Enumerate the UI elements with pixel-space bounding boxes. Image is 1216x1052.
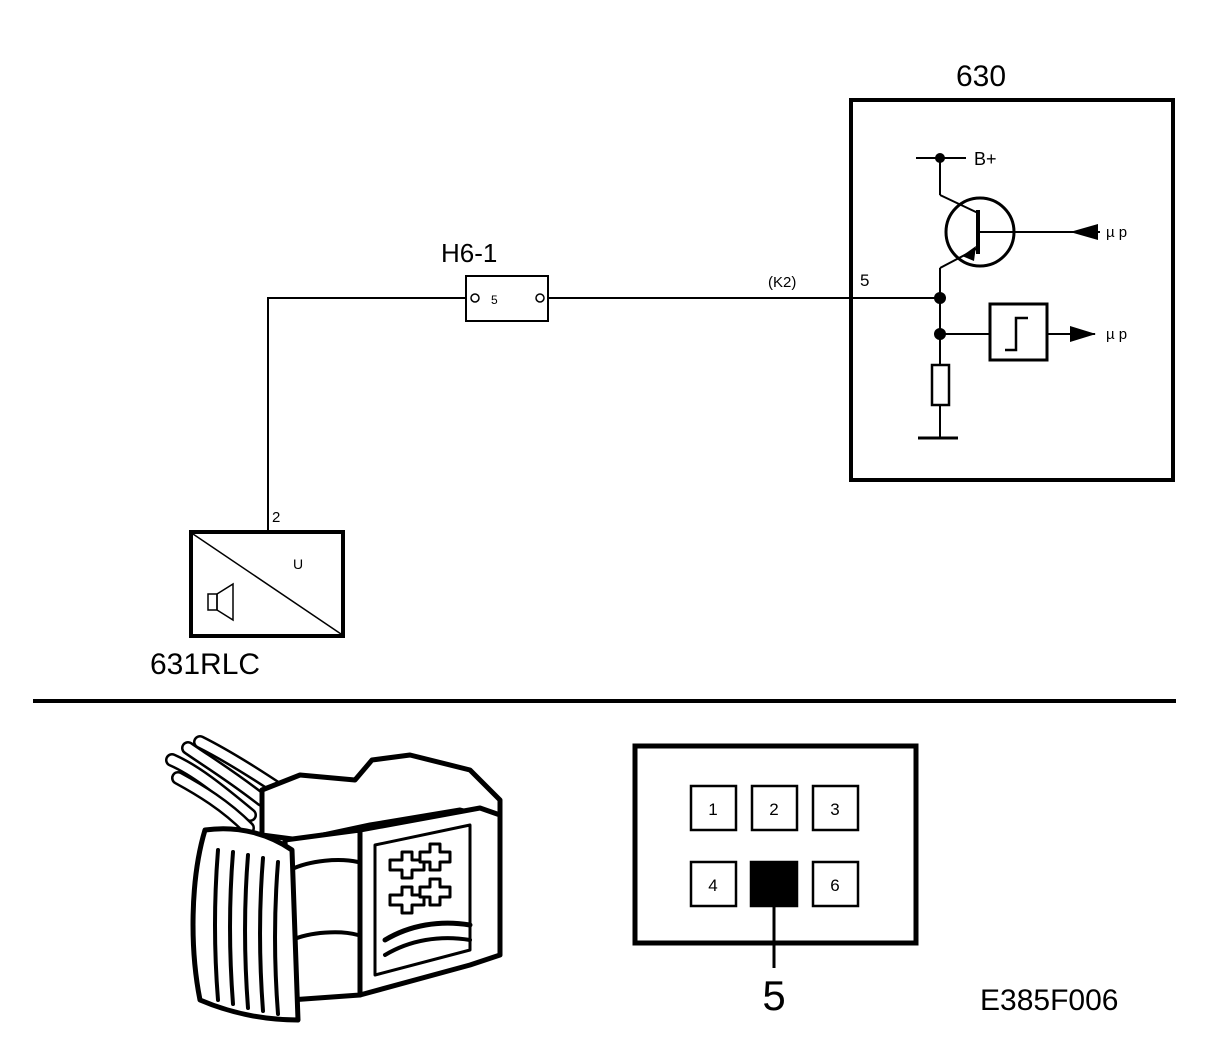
output-label: µ p: [1106, 326, 1127, 343]
ecu-id-label: 630: [956, 60, 1006, 93]
svg-text:1: 1: [708, 800, 717, 819]
pin-1: 1: [689, 784, 738, 832]
signal-wire: [267, 297, 940, 532]
sensor-symbol-label: U: [293, 556, 303, 572]
ecu-630: 630 B+ µ p µ p 5: [849, 60, 1175, 482]
connector-face: 1 2 3 4 6 5: [632, 743, 919, 1019]
pin-4: 4: [689, 860, 738, 908]
svg-text:6: 6: [830, 876, 839, 895]
pin-2: 2: [750, 784, 799, 832]
svg-text:3: 3: [830, 800, 839, 819]
figure-code: E385F006: [980, 984, 1118, 1017]
svg-text:2: 2: [769, 800, 778, 819]
pin-3: 3: [811, 784, 860, 832]
wire-code-label: (K2): [768, 274, 796, 291]
sensor-pin-label: 2: [272, 509, 280, 526]
supply-label: B+: [974, 149, 997, 169]
pin-5-highlighted: [749, 860, 799, 908]
speaker-icon: [207, 582, 234, 622]
ecu-pin-label: 5: [860, 271, 869, 290]
comparator-symbol: [988, 302, 1049, 362]
resistor-symbol: [930, 363, 951, 407]
input-label: µ p: [1106, 224, 1127, 241]
pin-6: 6: [811, 860, 860, 908]
connector-illustration: [165, 735, 503, 1023]
sensor-631rlc: U 2 631RLC: [150, 509, 345, 681]
svg-text:4: 4: [708, 876, 717, 895]
connector-h6-1: H6-1 5: [441, 238, 549, 322]
connector-pin-label: 5: [491, 293, 498, 307]
connector-id-label: H6-1: [441, 238, 497, 268]
sensor-id-label: 631RLC: [150, 648, 260, 681]
highlighted-pin-label: 5: [762, 972, 785, 1019]
